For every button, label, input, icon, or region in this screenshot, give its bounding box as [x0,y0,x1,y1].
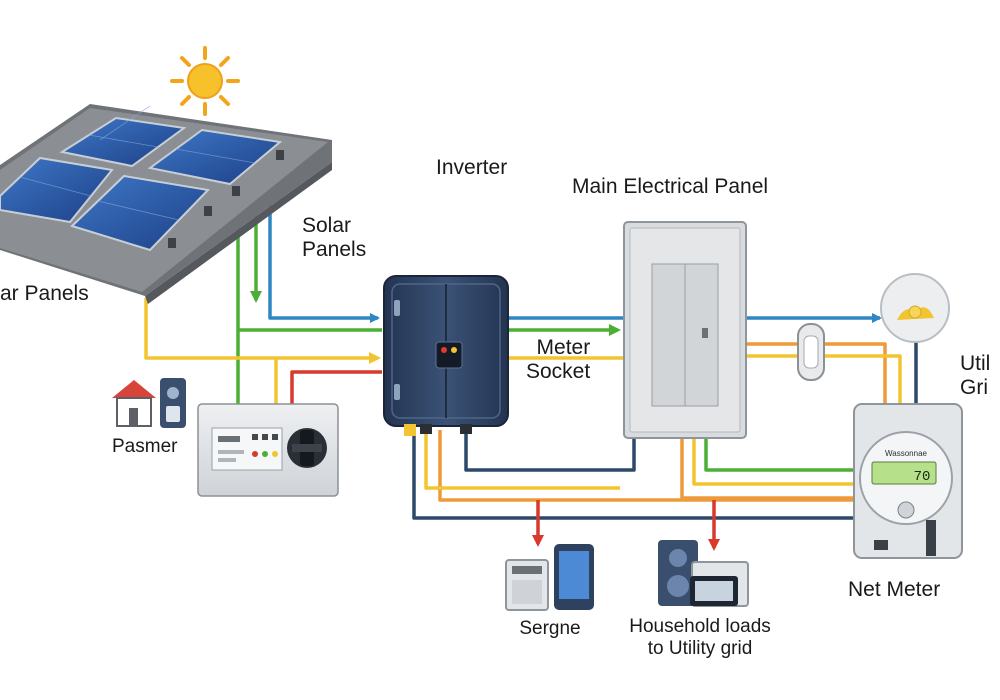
wire-orange-grid [746,342,887,405]
household-loads-icons [658,540,749,607]
label-net-meter: Net Meter [848,578,941,601]
wire-yellow-netmeter [692,438,860,486]
label-utility-grid: Util Gri [960,352,991,400]
wire-yellow-loop [424,430,620,490]
meter-socket-box [197,403,339,497]
label-solar-panels-left: ar Panels [0,282,89,305]
label-meter-socket: Meter Socket [526,336,591,384]
main-electrical-panel [623,221,747,439]
wire-yellow-dc [144,298,381,364]
solar-panel-array [0,104,332,304]
wire-navy-loop [464,430,636,472]
inverter-unit [383,275,509,436]
wire-red-in [290,370,382,404]
wire-orange-netmeter [680,438,860,500]
net-meter-reading: 70 [914,469,931,485]
net-meter [853,403,963,559]
solar-panel [59,116,187,168]
net-meter-brand: Wassonnae [885,449,928,458]
label-sergne: Sergne [519,618,581,639]
label-pasmer: Pasmer [112,436,178,457]
wire-orange-loop [438,430,862,502]
solar-panel [147,128,283,186]
wire-green-netmeter [704,438,860,472]
label-inverter: Inverter [436,156,508,179]
ct-clamp-icon [797,323,825,381]
label-household-loads: Household loads to Utility grid [629,616,771,659]
wire-blue-dc [268,205,380,323]
house-icon [112,380,156,427]
solar-panel [70,174,211,252]
label-main-electrical-panel: Main Electrical Panel [572,175,769,198]
wire-navy-bottom [412,430,860,520]
sun-icon [170,46,240,116]
doorbell-icon [160,378,186,428]
label-solar-panels: Solar Panels [302,214,367,262]
wiring [144,205,918,551]
utility-grid-connection [880,273,950,343]
appliance-icons-left [505,544,594,611]
